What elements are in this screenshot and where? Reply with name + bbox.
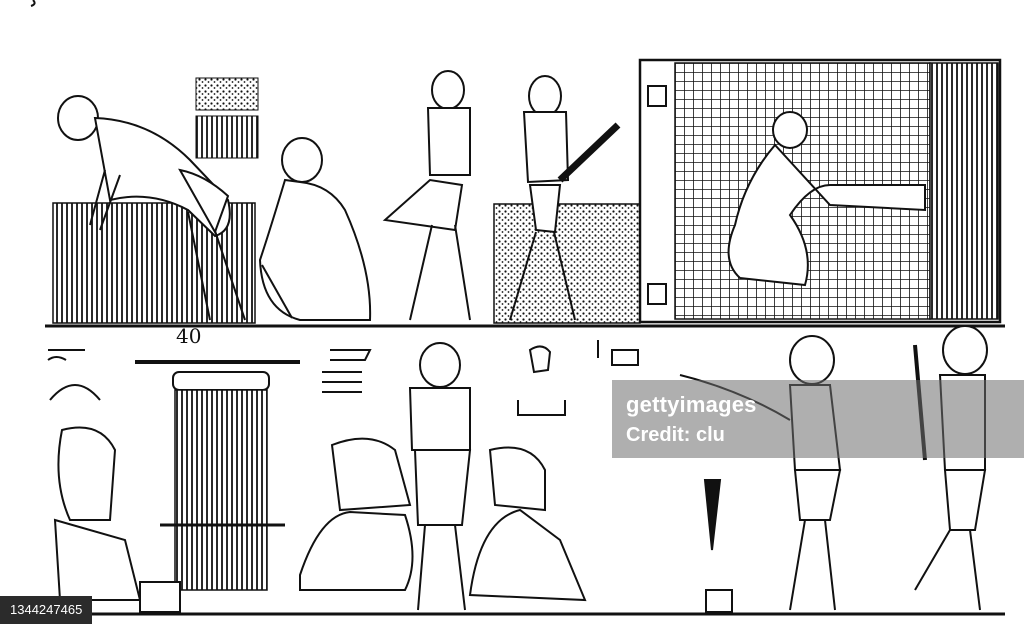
watermark-overlay (612, 380, 1024, 458)
flax-field-right (493, 203, 641, 324)
image-id-badge: 1344247465 (0, 596, 93, 624)
upper-register (45, 58, 1005, 328)
kneeling-woman-left-figure (53, 426, 142, 601)
standing-man-figure (382, 70, 471, 321)
crouching-weaver-figure (727, 111, 926, 287)
kneeling-woman-right-figure (468, 446, 587, 602)
corner-mark (30, 0, 36, 7)
seated-woman-figure (258, 137, 372, 321)
lower-register (45, 325, 1005, 616)
hieroglyph-group-right (597, 340, 639, 366)
watermark-brand: gettyimages (626, 392, 757, 417)
bending-worker-figure (57, 95, 246, 321)
small-pot (705, 589, 733, 613)
watermark-credit: Credit: clu (626, 424, 725, 446)
flax-bundle-bottom (195, 115, 259, 159)
horizontal-loom (135, 360, 300, 591)
standing-woman-center-figure (408, 342, 472, 611)
hieroglyph-group-left (47, 349, 101, 401)
spinning-woman-figure (679, 335, 842, 611)
page-number-label: 40 (176, 324, 202, 348)
stool-block (139, 581, 181, 613)
standing-spinner-right-figure (913, 325, 988, 611)
kneeling-woman-center-figure (299, 437, 414, 591)
hieroglyph-group-center (322, 349, 372, 393)
flax-bundle-top (195, 77, 259, 111)
man-with-stalks-figure (509, 75, 621, 321)
hieroglyph-bird (517, 345, 566, 416)
